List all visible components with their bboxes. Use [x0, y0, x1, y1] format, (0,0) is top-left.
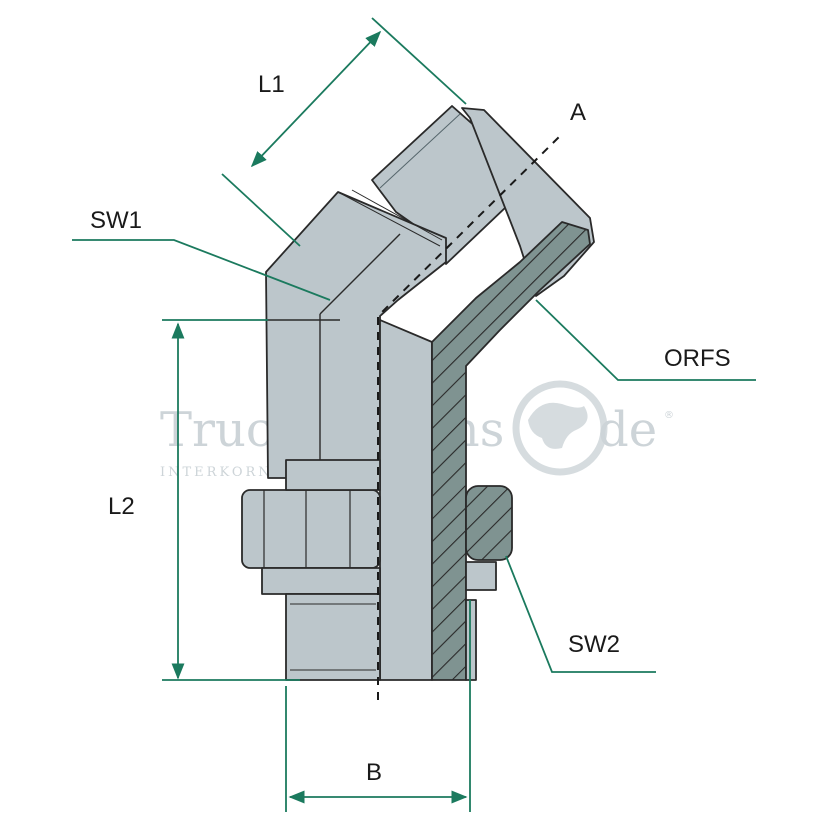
label-orfs: ORFS	[664, 345, 731, 372]
dimension-lines	[72, 17, 756, 812]
center-body	[379, 319, 433, 681]
label-l2: L2	[108, 493, 135, 520]
watermark-registered: ®	[664, 410, 674, 421]
label-sw2: SW2	[568, 631, 620, 658]
label-sw1: SW1	[90, 207, 142, 234]
label-b: B	[366, 759, 382, 786]
section-cut-ring	[465, 561, 497, 591]
sw2-locknut	[241, 459, 381, 595]
section-cut-body	[431, 221, 591, 681]
globe-icon	[512, 380, 608, 476]
fitting-body	[241, 105, 595, 681]
sw2-leader	[505, 555, 656, 673]
thread-stud	[285, 593, 381, 681]
section-cut-locknut	[465, 485, 513, 561]
label-a: A	[570, 99, 586, 126]
watermark-brand-right: de	[598, 402, 657, 458]
l1-dimension-line	[250, 30, 382, 168]
sw1-leader	[72, 239, 331, 301]
label-l1: L1	[258, 71, 285, 98]
orfs-leader	[535, 299, 756, 381]
center-line	[377, 135, 561, 700]
